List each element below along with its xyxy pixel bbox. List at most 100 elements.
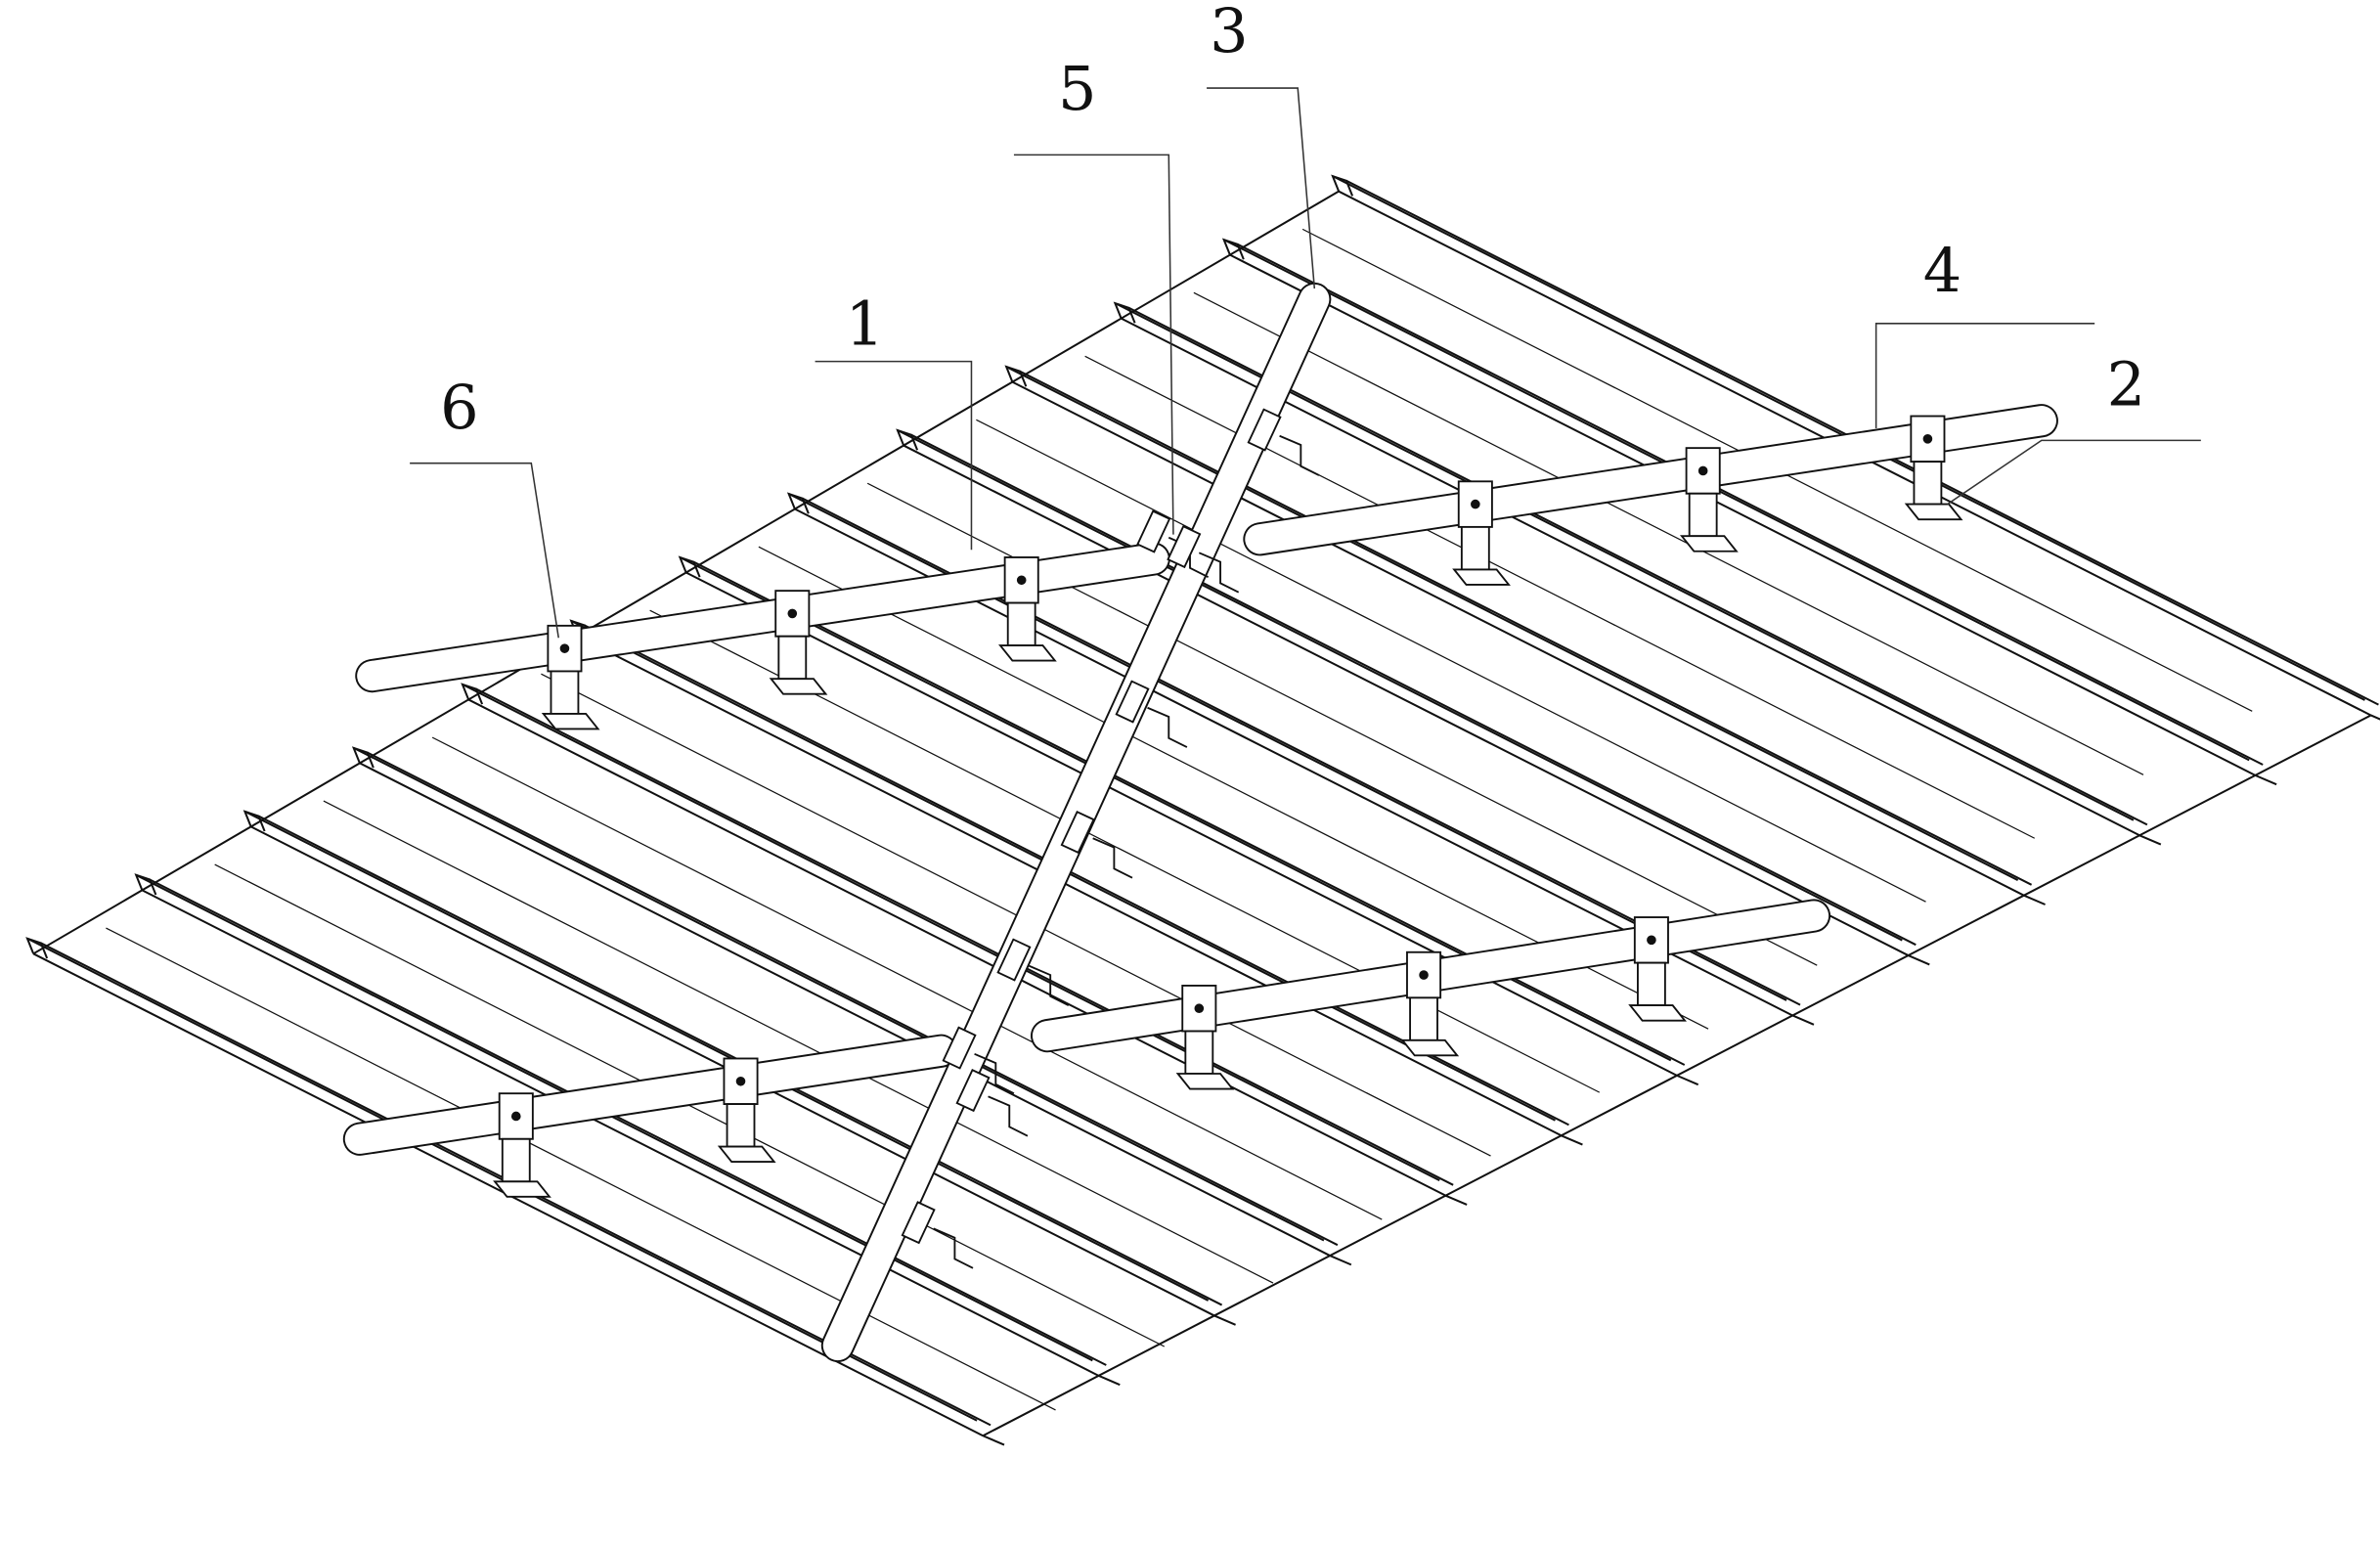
roof-rib-profile <box>896 428 919 451</box>
clamp-bolt <box>735 1076 746 1086</box>
roof-rib-edge <box>367 751 1339 1247</box>
roof-panel-end <box>2255 773 2277 786</box>
roof-rib-top <box>353 746 1325 1242</box>
clamp-bracket <box>1460 525 1490 571</box>
roof-rib-profile <box>25 937 49 959</box>
main-pipe-bracket <box>1147 706 1188 748</box>
roof-panel-end <box>2023 894 2046 906</box>
roof-rib-top <box>1005 366 2019 882</box>
roof-panel-end <box>2138 834 2162 846</box>
roof-clamp <box>1175 1073 1235 1090</box>
clamp-bolt <box>1697 465 1708 476</box>
roof-rib-edge <box>1237 243 2264 766</box>
roof-panel-end <box>1791 1014 1815 1026</box>
roof-rib-profile <box>134 873 157 896</box>
roof-rib-profile <box>461 683 484 705</box>
roof-clamp <box>717 1145 776 1164</box>
roof-rib-edge <box>910 433 1917 947</box>
roof-bottom-edge <box>982 714 2372 1437</box>
roof-clamp <box>998 644 1057 662</box>
label-2: 2 <box>2107 349 2146 420</box>
main-pipe-clamp <box>1167 525 1202 569</box>
main-pipe-clamp <box>1136 509 1171 553</box>
roof-clamp <box>1452 568 1511 586</box>
roof-top-edge <box>32 190 1340 955</box>
label-4: 4 <box>1923 235 1962 306</box>
clamp-bracket <box>1006 601 1036 646</box>
clamp-bracket <box>777 635 808 681</box>
main-pipe-bracket <box>988 1095 1029 1137</box>
roof-rib-base <box>576 635 1563 1137</box>
roof-panel-end <box>2370 714 2380 721</box>
clamp-bracket <box>501 1137 531 1183</box>
roof-rib-profile <box>1113 301 1136 324</box>
roof-panel-end <box>1445 1194 1468 1206</box>
roof-clamp <box>1400 1038 1460 1057</box>
roof-panel-groove <box>431 736 1383 1220</box>
roof-clamp <box>769 678 828 695</box>
roof-rib-profile <box>678 555 701 578</box>
main-pipe-bracket <box>933 1227 974 1269</box>
roof-panel-groove <box>323 800 1274 1284</box>
roof-clamp <box>1904 503 1963 521</box>
main-pipe-bracket <box>974 1052 1015 1095</box>
main-pipe-clamp <box>901 1201 936 1245</box>
roof-panel-end <box>1098 1374 1121 1387</box>
roof-rib-top <box>897 429 1903 942</box>
leader-2 <box>1947 439 2201 506</box>
clamp-bolt <box>510 1111 521 1122</box>
leader-5 <box>1013 154 1174 535</box>
leader-1 <box>815 360 973 551</box>
roof-rib-edge <box>1019 370 2033 886</box>
roof-panel-end <box>1213 1314 1236 1326</box>
label-6: 6 <box>440 372 479 443</box>
roof-rib-edge <box>1127 306 2148 826</box>
main-pipe-bracket <box>1092 837 1133 879</box>
roof-rib-base <box>903 444 1910 956</box>
leader-lines <box>410 87 2201 639</box>
roof-clamp <box>1680 535 1739 552</box>
roof-rib-top <box>1223 239 2250 762</box>
cross-pipe-lower-left <box>344 1036 956 1154</box>
clamp-bracket <box>550 670 580 715</box>
clamp-bracket <box>1636 961 1666 1007</box>
roof-clamp <box>541 712 600 730</box>
roof-rib-profile <box>786 492 810 514</box>
roof-rib-profile <box>1331 174 1354 197</box>
roof-rib-top <box>243 810 1210 1302</box>
clamp-bolt <box>1194 1003 1205 1014</box>
roof-clamp <box>1628 1004 1687 1022</box>
roof-panel-end <box>1329 1255 1352 1266</box>
roof-rib-profile <box>351 746 375 769</box>
label-5: 5 <box>1058 53 1097 124</box>
clamp-bracket <box>726 1103 756 1148</box>
clamp-bracket <box>1409 996 1438 1041</box>
roof-rib-base <box>359 762 1331 1257</box>
main-pipe-bracket <box>1029 964 1070 1006</box>
roof-rib-base <box>1121 317 2140 837</box>
roof-rib-base <box>1229 253 2256 776</box>
roof-rib-profile <box>1221 238 1245 260</box>
roof-clamp <box>493 1180 551 1198</box>
roof-rib-top <box>462 684 1440 1182</box>
clamp-bolt <box>1922 434 1933 444</box>
roof-panel-groove <box>976 419 1926 903</box>
roof-rib-top <box>135 873 1093 1362</box>
leader-6 <box>410 462 560 639</box>
clamps <box>493 408 1963 1269</box>
roof-panel-groove <box>106 927 1056 1411</box>
clamp-bolt <box>1419 970 1429 980</box>
roof-rib-base <box>1011 380 2025 897</box>
main-pipe-clamp <box>1060 811 1095 855</box>
roof-rib-edge <box>149 878 1107 1366</box>
main-pipe-clamp <box>1115 680 1150 724</box>
clamp-bracket <box>1913 461 1943 506</box>
leader-4 <box>1874 323 2095 428</box>
main-pipe-clamp <box>942 1026 977 1070</box>
corrugated-roof-panels <box>25 174 2380 1446</box>
main-pipe-bracket <box>1279 434 1320 476</box>
roof-rib-base <box>467 698 1446 1197</box>
clamp-bolt <box>787 608 798 619</box>
leader-3 <box>1207 87 1316 289</box>
roof-rib-base <box>141 889 1100 1377</box>
